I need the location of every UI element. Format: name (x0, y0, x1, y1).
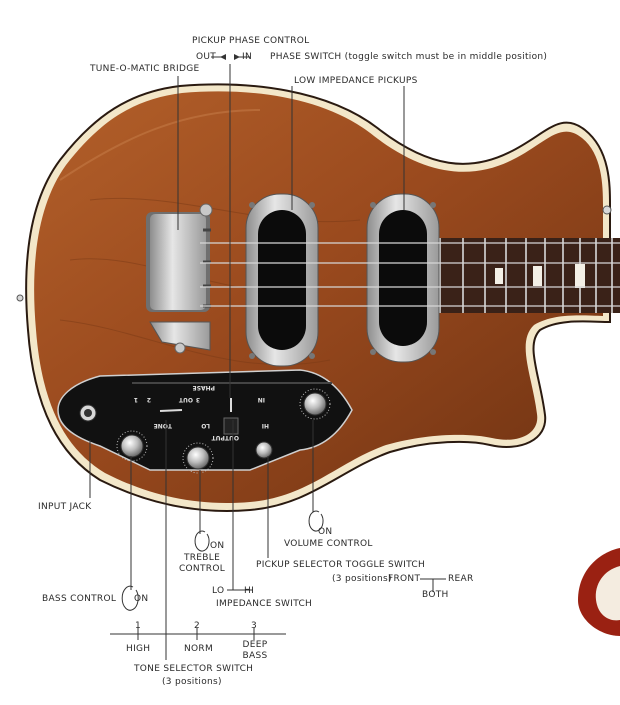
panel-n3: 3 (196, 396, 200, 403)
label-three-positions-tone: (3 positions) (162, 677, 222, 687)
label-front: FRONT (388, 574, 421, 584)
label-low-impedance-pickups: LOW IMPEDANCE PICKUPS (294, 76, 418, 86)
panel-n1: 1 (134, 396, 138, 403)
label-three-positions-toggle: (3 positions) (332, 574, 392, 584)
panel-in: IN (258, 396, 265, 403)
label-tone-pos-3: 3 (251, 621, 258, 631)
label-pickup-phase-control: PICKUP PHASE CONTROL (192, 36, 310, 46)
tune-o-matic-bridge (146, 203, 213, 354)
label-phase-in: IN (242, 52, 252, 62)
label-tune-o-matic-bridge: TUNE-O-MATIC BRIDGE (90, 64, 200, 74)
label-impedance-switch: IMPEDANCE SWITCH (216, 599, 313, 609)
label-phase-out: OUT (196, 52, 217, 62)
label-hi: HI (244, 586, 255, 596)
decorative-shape (578, 548, 620, 636)
callout-arrows (220, 54, 240, 60)
label-on-treble: ON (210, 541, 225, 551)
panel-output: OUTPUT (211, 434, 239, 441)
label-phase-switch: PHASE SWITCH (toggle switch must be in m… (270, 52, 548, 62)
pickup-rear (245, 193, 319, 367)
label-bass-control: BASS CONTROL (42, 594, 117, 604)
strings (200, 242, 620, 307)
label-input-jack: INPUT JACK (38, 502, 92, 512)
pickup-selector-switch (255, 441, 273, 459)
label-tone-selector-switch: TONE SELECTOR SWITCH (134, 664, 254, 674)
panel-n2: 2 (147, 396, 151, 403)
label-deep-bass: DEEP BASS (242, 640, 268, 661)
panel-hi: HI (262, 422, 269, 429)
label-both: BOTH (422, 590, 449, 600)
panel-phase: PHASE (193, 384, 215, 391)
label-tone-pos-2: 2 (194, 621, 201, 631)
label-tone-pos-1: 1 (135, 621, 142, 631)
panel-out: OUT (178, 396, 193, 403)
panel-tone: TONE (154, 422, 172, 429)
callout-lines (89, 56, 446, 660)
label-lo: LO (212, 586, 225, 596)
knob-volume (299, 388, 331, 420)
label-rear: REAR (448, 574, 474, 584)
knob-bass (116, 430, 148, 462)
label-volume-control: VOLUME CONTROL (284, 539, 373, 549)
fretboard (438, 238, 620, 313)
label-treble-control: TREBLE CONTROL (178, 553, 226, 574)
knob-treble (182, 442, 214, 474)
label-high: HIGH (126, 644, 151, 654)
label-on-bass: ON (134, 594, 149, 604)
label-pickup-selector: PICKUP SELECTOR TOGGLE SWITCH (256, 560, 426, 570)
label-norm: NORM (184, 644, 214, 654)
panel-lo: LO (201, 422, 210, 429)
control-panel: PHASE OUT IN HI LO OUTPUT TONE 3 2 1 (57, 369, 353, 474)
pickup-front (366, 193, 440, 363)
label-on-volume: ON (318, 527, 333, 537)
